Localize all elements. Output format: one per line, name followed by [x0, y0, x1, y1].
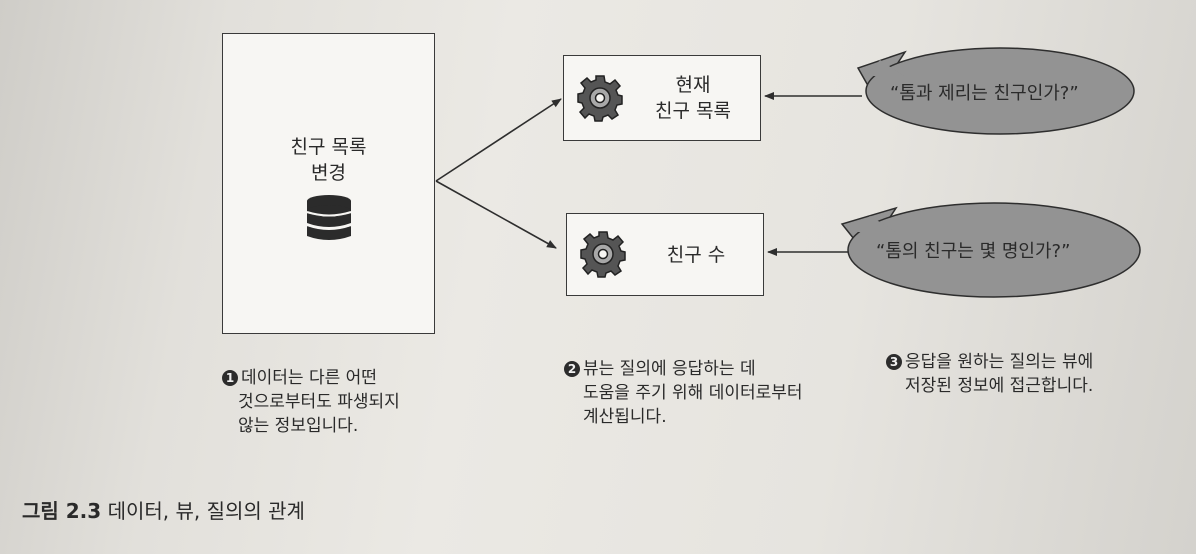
gear-icon [577, 75, 623, 122]
note-number-badge: 1 [222, 370, 238, 386]
figure-number: 그림 2.3 [22, 499, 102, 523]
query2-text: “톰의 친구는 몇 명인가?” [876, 241, 1071, 262]
data-box: 친구 목록 변경 [222, 33, 435, 334]
note-line: 응답을 원하는 질의는 뷰에 [905, 352, 1094, 372]
note-line: 뷰는 질의에 응답하는 데 [583, 359, 756, 379]
note-line: 계산됩니다. [583, 407, 667, 427]
data-to-view2-arrow [435, 180, 557, 249]
data-box-label: 친구 목록 변경 [223, 134, 434, 186]
query1-bubble [856, 47, 1135, 135]
view-box-current-friends: 현재 친구 목록 [563, 55, 761, 141]
figure-caption: 그림 2.3 데이터, 뷰, 질의의 관계 [22, 495, 305, 524]
view-label: 현재 친구 목록 [626, 56, 760, 140]
note-line: 것으로부터도 파생되지 [238, 392, 400, 412]
view-label-line: 친구 목록 [655, 100, 731, 122]
data-box-label-line: 친구 목록 [290, 136, 367, 158]
note-number-badge: 2 [564, 361, 580, 377]
view-label: 친구 수 [629, 214, 763, 295]
note-line: 저장된 정보에 접근합니다. [905, 376, 1094, 396]
query2-bubble [840, 202, 1141, 298]
data-to-view1-arrow [435, 98, 562, 182]
note-line: 데이터는 다른 어떤 [241, 368, 377, 388]
note-line: 도움을 주기 위해 데이터로부터 [583, 383, 803, 403]
view-label-line: 현재 [675, 74, 711, 96]
view-label-line: 친구 수 [666, 243, 726, 266]
query1-text: “톰과 제리는 친구인가?” [890, 83, 1079, 104]
note-number-badge: 3 [886, 354, 902, 370]
database-icon [306, 195, 352, 240]
data-box-label-line: 변경 [311, 162, 346, 184]
figure-caption-text: 데이터, 뷰, 질의의 관계 [107, 499, 305, 523]
view-box-friend-count: 친구 수 [566, 213, 764, 296]
gear-icon [580, 231, 626, 278]
note-line: 않는 정보입니다. [238, 416, 359, 436]
